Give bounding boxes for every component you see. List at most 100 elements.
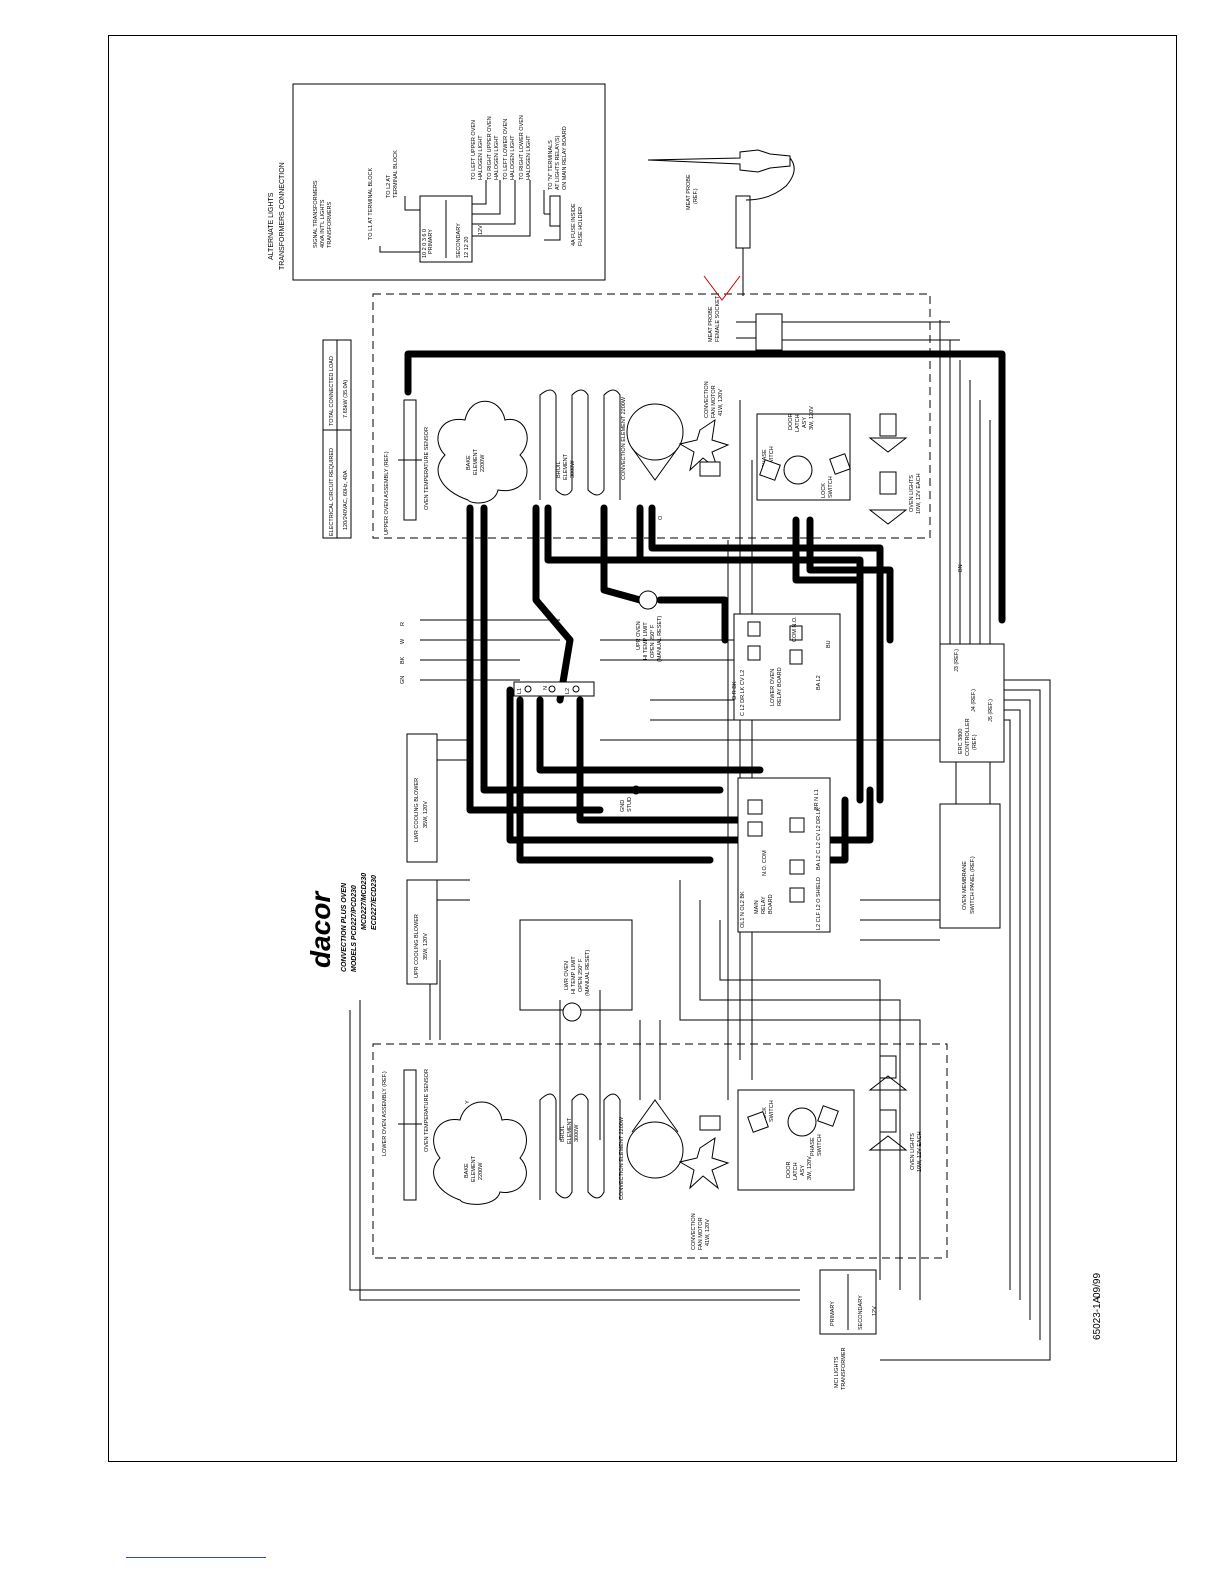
svg-text:HI TEMP LIMIT: HI TEMP LIMIT: [643, 622, 649, 660]
lower-convection-element: [626, 1121, 684, 1179]
svg-text:BU: BU: [826, 640, 832, 648]
svg-text:LATCH: LATCH: [795, 414, 801, 432]
svg-text:40VA INT'L LIGHTS: 40VA INT'L LIGHTS: [320, 199, 326, 248]
svg-text:BA L2 C L2 CV L2 DR.LK: BA L2 C L2 CV L2 DR.LK: [816, 807, 822, 870]
svg-text:3000W: 3000W: [574, 1124, 580, 1142]
svg-text:J4 (REF.): J4 (REF.): [971, 689, 977, 712]
svg-text:TO L1 AT TERMINAL BLOCK: TO L1 AT TERMINAL BLOCK: [368, 168, 374, 240]
svg-text:UPPER OVEN ASSEMBLY (REF.): UPPER OVEN ASSEMBLY (REF.): [384, 451, 390, 535]
svg-text:BROIL: BROIL: [556, 461, 562, 478]
svg-text:LATCH: LATCH: [793, 1162, 799, 1180]
svg-text:LOCK: LOCK: [821, 483, 827, 498]
svg-text:L1: L1: [517, 688, 523, 694]
document-id: 65023-1A 09/99: [1092, 1273, 1103, 1340]
svg-text:SWITCH: SWITCH: [769, 446, 775, 468]
svg-text:OL1 N OL2 BK: OL1 N OL2 BK: [740, 891, 746, 928]
svg-text:SWITCH: SWITCH: [828, 476, 834, 498]
svg-text:41W, 120V: 41W, 120V: [705, 1219, 711, 1246]
svg-text:PRIMARY: PRIMARY: [830, 1301, 836, 1326]
upper-hi-temp-limit: UPR OVEN HI TEMP LIMIT OPEN 250° F (MANU…: [636, 590, 663, 662]
svg-text:2200W: 2200W: [478, 1162, 484, 1180]
svg-text:10W, 12V EACH: 10W, 12V EACH: [917, 1131, 923, 1172]
svg-text:N.O. COM: N.O. COM: [762, 850, 768, 876]
svg-text:12V: 12V: [872, 1306, 878, 1316]
upper-oven-light-right: [879, 471, 897, 495]
svg-text:MEAT PROBE: MEAT PROBE: [686, 174, 692, 210]
svg-text:SWITCH: SWITCH: [817, 1134, 823, 1156]
lower-door-latch: [737, 1089, 855, 1191]
svg-text:(REF.): (REF.): [972, 734, 978, 750]
svg-text:7.65kW (35.0A): 7.65kW (35.0A): [343, 380, 349, 418]
svg-text:PHASE: PHASE: [762, 449, 768, 468]
svg-text:120/240VAC, 60Hz, 40A: 120/240VAC, 60Hz, 40A: [343, 470, 349, 530]
meat-probe: MEAT PROBE (REF.) MEAT PROBE FEMALE SOCK…: [647, 149, 960, 351]
svg-text:GN: GN: [400, 676, 406, 684]
svg-text:CONVECTION: CONVECTION: [704, 381, 710, 418]
svg-text:3W, 120V: 3W, 120V: [809, 406, 815, 430]
lower-hi-temp-limit: LWR OVEN HI TEMP LIMIT OPEN 250° F (MANU…: [519, 919, 633, 1022]
svg-text:FUSE HOLDER: FUSE HOLDER: [578, 207, 584, 246]
svg-text:CONTROLLER: CONTROLLER: [965, 718, 971, 756]
svg-text:O: O: [658, 515, 664, 520]
svg-text:41W, 120V: 41W, 120V: [718, 389, 724, 416]
svg-text:TO RIGHT LOWER OVEN: TO RIGHT LOWER OVEN: [519, 115, 525, 180]
svg-text:C L2 DR.LK CV L2: C L2 DR.LK CV L2: [740, 670, 746, 716]
svg-text:BOARD: BOARD: [768, 894, 774, 914]
svg-text:GND: GND: [620, 800, 626, 812]
svg-text:HALOGEN LIGHT: HALOGEN LIGHT: [478, 135, 484, 180]
svg-text:OPEN 250° F: OPEN 250° F: [650, 624, 656, 658]
fuse-holder: [549, 195, 561, 227]
svg-text:10 2 0 3 6 0: 10 2 0 3 6 0: [422, 229, 428, 258]
svg-text:TO LEFT UPPER OVEN: TO LEFT UPPER OVEN: [471, 120, 477, 180]
svg-text:OVEN TEMPERATURE SENSOR: OVEN TEMPERATURE SENSOR: [424, 1069, 430, 1152]
svg-text:TO L2 AT: TO L2 AT: [386, 174, 392, 198]
svg-text:BR N L1: BR N L1: [814, 789, 820, 810]
svg-text:(MANUAL RESET): (MANUAL RESET): [585, 950, 591, 996]
cooling-blowers: LWR COOLING BLOWER 35W, 120V UPR COOLING…: [406, 733, 470, 985]
svg-text:(MANUAL RESET): (MANUAL RESET): [657, 616, 663, 662]
svg-text:ON MAIN RELAY BOARD: ON MAIN RELAY BOARD: [562, 126, 568, 190]
svg-text:OVEN LIGHTS: OVEN LIGHTS: [909, 475, 915, 512]
svg-text:MAIN: MAIN: [754, 900, 760, 914]
svg-text:UPR COOLING BLOWER: UPR COOLING BLOWER: [414, 914, 420, 978]
svg-text:LWR OVEN: LWR OVEN: [564, 961, 570, 990]
svg-text:CONVECTION ELEMENT 2200W: CONVECTION ELEMENT 2200W: [621, 396, 627, 480]
svg-text:ELEMENT: ELEMENT: [563, 453, 569, 480]
svg-text:J3 (REF.): J3 (REF.): [954, 649, 960, 672]
svg-text:OPEN 250° F: OPEN 250° F: [578, 958, 584, 992]
svg-text:BA L2: BA L2: [816, 675, 822, 690]
svg-text:10W, 12V EACH: 10W, 12V EACH: [916, 473, 922, 514]
controller-block: ERC 3800 CONTROLLER (REF.) J3 (REF.) J4 …: [939, 643, 1005, 929]
svg-text:CONVECTION: CONVECTION: [691, 1213, 697, 1250]
svg-text:MEAT PROBE: MEAT PROBE: [708, 306, 714, 342]
svg-text:PHASE: PHASE: [810, 1137, 816, 1156]
svg-text:L2: L2: [565, 688, 571, 694]
svg-text:BROIL: BROIL: [560, 1125, 566, 1142]
svg-text:TO "N" TERMINALS: TO "N" TERMINALS: [548, 140, 554, 190]
svg-text:4A FUSE INSIDE: 4A FUSE INSIDE: [571, 203, 577, 246]
upper-cooling-blower: [406, 879, 438, 985]
svg-text:R: R: [400, 622, 406, 626]
svg-text:RELAY BOARD: RELAY BOARD: [777, 667, 783, 706]
svg-text:SIGNAL TRANSFORMERS: SIGNAL TRANSFORMERS: [313, 180, 319, 248]
diagram-frame: [108, 35, 1177, 1462]
doc-number: 65023-1A: [1092, 1296, 1103, 1340]
svg-text:TRANSFORMERS: TRANSFORMERS: [327, 202, 333, 248]
svg-text:CONVECTION ELEMENT 2200W: CONVECTION ELEMENT 2200W: [619, 1116, 625, 1200]
svg-text:BN: BN: [958, 564, 964, 572]
terminal-block: L1 N L2: [513, 681, 595, 697]
svg-text:SECONDARY: SECONDARY: [456, 223, 462, 258]
svg-text:TOTAL CONNECTED LOAD: TOTAL CONNECTED LOAD: [329, 356, 335, 426]
svg-text:FAN MOTOR: FAN MOTOR: [698, 1217, 704, 1250]
svg-text:ELECTRICAL CIRCUIT REQUIRED: ELECTRICAL CIRCUIT REQUIRED: [329, 448, 335, 536]
svg-text:HI TEMP LIMIT: HI TEMP LIMIT: [571, 956, 577, 994]
svg-text:LOWER OVEN ASSEMBLY (REF.): LOWER OVEN ASSEMBLY (REF.): [382, 1071, 388, 1156]
svg-text:BK: BK: [400, 656, 406, 664]
svg-text:W: W: [400, 638, 406, 644]
svg-text:DOOR: DOOR: [786, 1161, 792, 1178]
ground-stud: GND STUD: [620, 785, 641, 812]
svg-text:TERMINAL BLOCK: TERMINAL BLOCK: [393, 150, 399, 198]
svg-text:OVEN TEMPERATURE SENSOR: OVEN TEMPERATURE SENSOR: [424, 427, 430, 510]
svg-text:3000W: 3000W: [570, 460, 576, 478]
